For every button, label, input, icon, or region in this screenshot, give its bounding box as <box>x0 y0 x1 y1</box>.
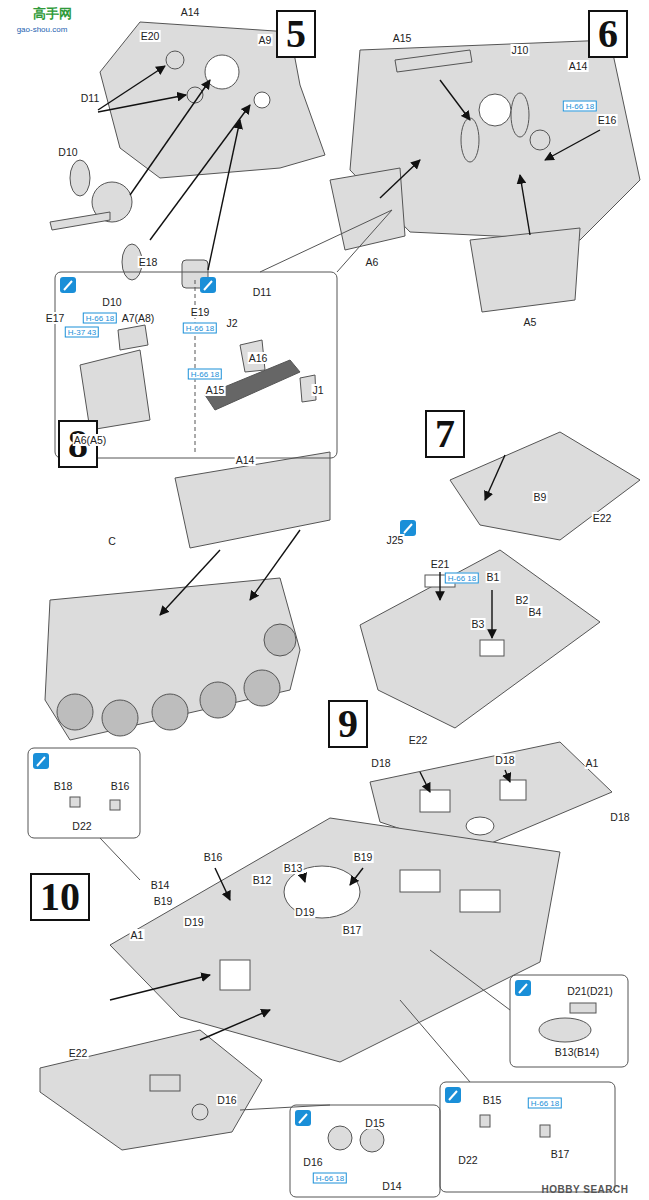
part-label: C <box>107 535 117 547</box>
part-label: A1 <box>130 929 145 941</box>
part-label: D22 <box>457 1154 478 1166</box>
paint-icon <box>33 277 531 1126</box>
step-number-box: 10 <box>30 873 90 921</box>
paint-code: H-37 43 <box>65 327 99 338</box>
part-label: B16 <box>203 851 224 863</box>
part-label: D14 <box>381 1180 402 1192</box>
part-label: D19 <box>183 916 204 928</box>
part-label: B2 <box>515 594 530 606</box>
step-number-box: 7 <box>425 410 465 458</box>
part-label: D15 <box>364 1117 385 1129</box>
part-label: J2 <box>225 317 238 329</box>
part-label: E22 <box>408 734 429 746</box>
part-label: E19 <box>190 306 211 318</box>
paint-code: H-66 18 <box>313 1173 347 1184</box>
part-label: E17 <box>45 312 66 324</box>
step-number: 9 <box>330 702 366 746</box>
step-number: 6 <box>590 12 626 56</box>
part-label: E16 <box>597 114 618 126</box>
watermark: 高手网 <box>32 8 73 20</box>
part-label: D18 <box>609 811 630 823</box>
part-label: A15 <box>205 384 226 396</box>
step-number: 7 <box>427 412 463 456</box>
paint-code: H-66 18 <box>445 573 479 584</box>
step-number-box: 5 <box>276 10 316 58</box>
part-label: A1 <box>585 757 600 769</box>
part-label: A9 <box>258 34 273 46</box>
paint-code: H-66 18 <box>183 323 217 334</box>
part-label: D10 <box>101 296 122 308</box>
part-label: D10 <box>57 146 78 158</box>
part-label: D18 <box>494 754 515 766</box>
part-label: A14 <box>568 60 589 72</box>
part-label: B19 <box>153 895 174 907</box>
part-label: D18 <box>370 757 391 769</box>
part-label: J10 <box>511 44 530 56</box>
part-label: E20 <box>140 30 161 42</box>
part-label: D22 <box>71 820 92 832</box>
part-label: D11 <box>80 92 100 104</box>
step-number-box: 9 <box>328 700 368 748</box>
part-label: B15 <box>482 1094 503 1106</box>
part-label: A14 <box>235 454 256 466</box>
part-label: A6 <box>365 256 380 268</box>
part-label: D19 <box>294 906 315 918</box>
part-label: A7(A8) <box>121 312 156 324</box>
part-label: D16 <box>216 1094 237 1106</box>
step-number: 10 <box>32 875 88 919</box>
part-label: E21 <box>430 558 451 570</box>
part-label: A16 <box>248 352 269 364</box>
step-number: 5 <box>278 12 314 56</box>
paint-code: H-66 18 <box>528 1098 562 1109</box>
part-label: E22 <box>68 1047 89 1059</box>
part-label: D21(D21) <box>566 985 614 997</box>
part-label: J1 <box>311 384 324 396</box>
part-label: B18 <box>53 780 74 792</box>
part-label: A6(A5) <box>73 434 108 446</box>
paint-code: H-66 18 <box>188 369 222 380</box>
part-label: E22 <box>592 512 613 524</box>
part-label: B14 <box>150 879 171 891</box>
part-label: B19 <box>353 851 374 863</box>
part-label: B13 <box>283 862 304 874</box>
part-label: B17 <box>550 1148 571 1160</box>
part-label: B1 <box>486 571 501 583</box>
watermark: HOBBY SEARCH <box>541 1184 630 1196</box>
part-label: B4 <box>528 606 543 618</box>
paint-code: H-66 18 <box>563 101 597 112</box>
part-label: J25 <box>386 534 405 546</box>
part-label: B16 <box>110 780 131 792</box>
part-label: B3 <box>471 618 486 630</box>
part-label: E18 <box>138 256 159 268</box>
part-label: A14 <box>180 6 201 18</box>
part-label: D16 <box>302 1156 323 1168</box>
part-label: B17 <box>342 924 363 936</box>
part-label: B9 <box>533 491 548 503</box>
part-label: B13(B14) <box>554 1046 600 1058</box>
part-label: A15 <box>392 32 413 44</box>
watermark: gao-shou.com <box>16 24 69 36</box>
part-label: D11 <box>252 286 272 298</box>
part-label: A5 <box>523 316 538 328</box>
step-number-box: 6 <box>588 10 628 58</box>
paint-code: H-66 18 <box>83 313 117 324</box>
part-label: B12 <box>252 874 273 886</box>
